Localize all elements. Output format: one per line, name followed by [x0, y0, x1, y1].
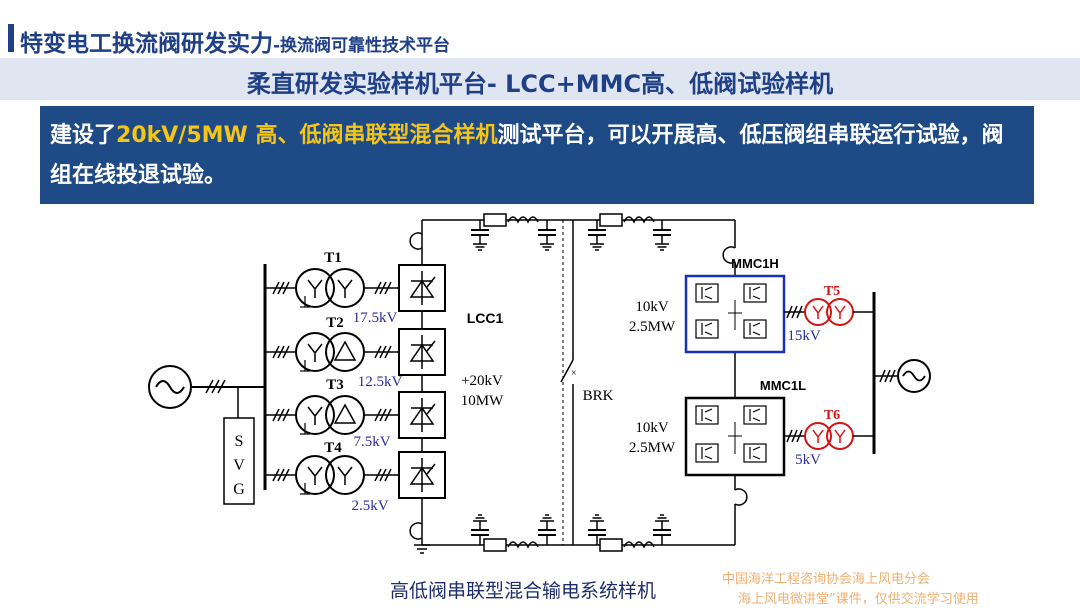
diagram-caption: 高低阀串联型混合输电系统样机: [390, 580, 657, 602]
t5-label: T5: [824, 284, 840, 299]
watermark-line-2: 海上风电微讲堂”课件，仅供交流学习使用: [738, 592, 979, 607]
page-title-main: 特变电工换流阀研发实力: [20, 31, 273, 57]
summary-banner: 建设了20kV/5MW 高、低阀串联型混合样机测试平台，可以开展高、低压阀组串联…: [40, 106, 1034, 204]
transformer-t4: [295, 455, 365, 495]
transformer-t2: [295, 332, 365, 372]
svg-char-v: V: [233, 457, 245, 474]
lcc-valve-3: [398, 391, 446, 439]
t3-label: T3: [326, 377, 344, 393]
mmc1h-rating-power: 2.5MW: [629, 319, 676, 335]
lcc-rating-power: 10MW: [461, 393, 504, 409]
t6-label: T6: [824, 408, 840, 423]
t5-voltage: 15kV: [787, 328, 821, 344]
summary-pre: 建设了: [50, 123, 117, 148]
lcc-valve-1: [398, 264, 446, 312]
t4-voltage: 2.5kV: [351, 498, 388, 514]
page-title: 特变电工换流阀研发实力-换流阀可靠性技术平台: [20, 24, 450, 58]
mmc1h-label: MMC1H: [731, 256, 779, 271]
transformer-t1: [295, 268, 365, 308]
mmc1l-label: MMC1L: [760, 378, 806, 393]
t1-voltage: 17.5kV: [353, 310, 398, 326]
summary-highlight: 20kV/5MW 高、低阀串联型混合样机: [116, 123, 498, 148]
page-title-sub: -换流阀可靠性技术平台: [273, 36, 451, 56]
mmc1l-rating-voltage: 10kV: [635, 420, 669, 436]
transformer-t6: [804, 422, 874, 450]
title-bar: 特变电工换流阀研发实力-换流阀可靠性技术平台: [0, 0, 1080, 58]
ac-source-left-icon: [148, 365, 192, 409]
t2-label: T2: [326, 315, 344, 331]
mmc1h-converter: [684, 274, 786, 354]
t6-voltage: 5kV: [795, 452, 821, 468]
svg-text:×: ×: [571, 368, 577, 379]
transformer-t3: [295, 395, 365, 435]
section-subheader: 柔直研发实验样机平台- LCC+MMC高、低阀试验样机: [0, 58, 1080, 100]
transformer-t5: [804, 298, 874, 326]
breaker-label: BRK: [583, 388, 614, 404]
mmc1h-rating-voltage: 10kV: [635, 299, 669, 315]
lcc-label: LCC1: [467, 310, 504, 326]
t3-voltage: 7.5kV: [353, 434, 390, 450]
t4-label: T4: [324, 440, 342, 456]
lcc-valve-2: [398, 328, 446, 376]
svg-char-g: G: [233, 481, 245, 498]
breaker-switch: [560, 359, 574, 383]
lcc-valve-4: [398, 451, 446, 499]
t1-label: T1: [324, 250, 342, 266]
svg-char-s: S: [235, 433, 244, 450]
summary-post: 测试平台，可以开展高、低压阀组串联运行试验，阀组在线投退试验。: [50, 123, 1004, 188]
title-accent-bar: [8, 24, 14, 52]
section-subheader-text: 柔直研发实验样机平台- LCC+MMC高、低阀试验样机: [246, 70, 834, 98]
lcc-rating-voltage: +20kV: [461, 373, 503, 389]
t2-voltage: 12.5kV: [358, 374, 403, 390]
watermark-line-1: 中国海洋工程咨询协会海上风电分会: [722, 572, 931, 587]
ac-source-right-icon: [897, 359, 931, 393]
mmc1l-converter: [684, 396, 786, 477]
mmc1l-rating-power: 2.5MW: [629, 440, 676, 456]
svg-compensator-box: [223, 417, 255, 505]
summary-text: 建设了20kV/5MW 高、低阀串联型混合样机测试平台，可以开展高、低压阀组串联…: [50, 116, 1025, 196]
